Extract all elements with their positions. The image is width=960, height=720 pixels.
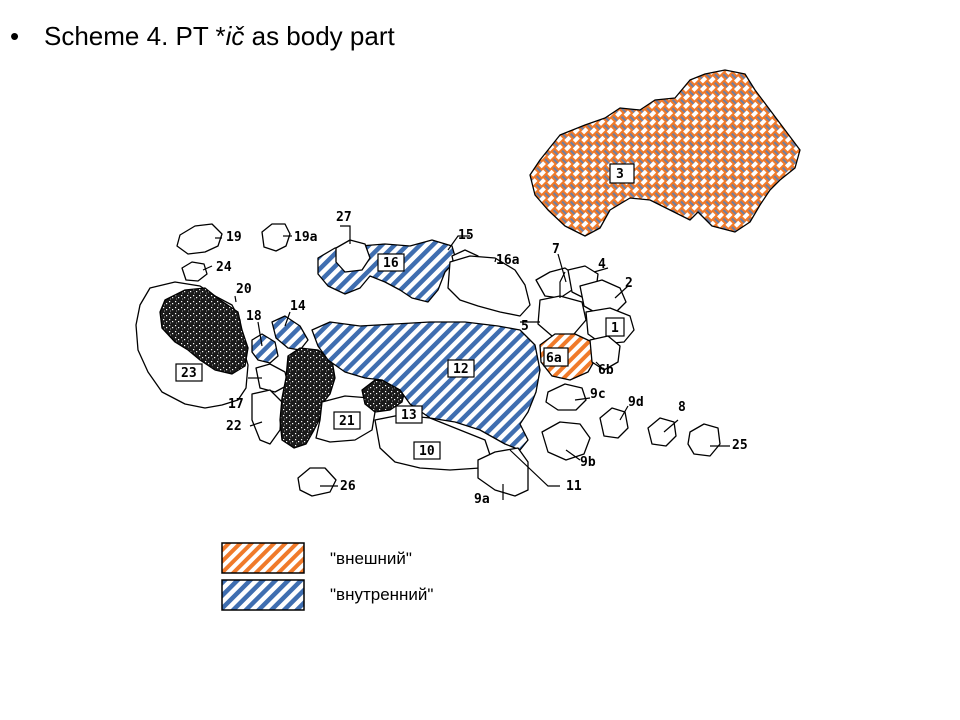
label-box-16 — [377, 253, 405, 272]
heading-italic-root: ič — [225, 21, 245, 51]
label-11: 11 — [566, 479, 582, 494]
region-2 — [579, 279, 627, 315]
label-19a: 19a — [294, 230, 318, 245]
slide-heading: • Scheme 4. PT *ič as body part — [10, 18, 395, 54]
heading-prefix: Scheme 4. PT * — [44, 21, 226, 51]
legend-label-inner: "внутренний" — [330, 585, 433, 604]
region-25 — [687, 423, 721, 457]
region-9b — [541, 421, 591, 461]
label-22: 22 — [226, 419, 242, 434]
region-20 — [159, 287, 249, 375]
label-19: 19 — [226, 230, 242, 245]
label-12: 12 — [453, 362, 469, 377]
label-5: 5 — [521, 319, 529, 334]
label-15: 15 — [458, 228, 474, 243]
legend-label-outer: "внешний" — [330, 549, 412, 568]
region-9c — [545, 383, 587, 411]
label-10: 10 — [419, 444, 435, 459]
region-13 — [361, 379, 406, 413]
label-21: 21 — [339, 414, 355, 429]
label-14: 14 — [290, 299, 306, 314]
label-17: 17 — [228, 397, 244, 412]
label-13: 13 — [401, 408, 417, 423]
region-18 — [251, 333, 279, 364]
label-20: 20 — [236, 282, 252, 297]
region-22 — [251, 389, 283, 445]
label-18: 18 — [246, 309, 262, 324]
label-25: 25 — [732, 438, 748, 453]
region-3 — [529, 69, 801, 237]
region-5 — [537, 295, 587, 337]
label-9c: 9c — [590, 387, 606, 402]
label-box-1 — [605, 317, 625, 337]
heading-suffix: as body part — [244, 21, 395, 51]
region-14 — [271, 315, 309, 351]
label-16: 16 — [383, 256, 399, 271]
region-26 — [297, 467, 337, 497]
label-9d: 9d — [628, 395, 644, 410]
label-6a: 6a — [546, 351, 562, 366]
region-9d — [599, 407, 629, 439]
label-2: 2 — [625, 276, 633, 291]
label-box-23 — [175, 363, 203, 382]
label-box-13 — [395, 405, 423, 424]
legend-swatch-inner — [221, 579, 305, 611]
region-24 — [181, 261, 208, 282]
region-16a — [447, 255, 531, 317]
label-24: 24 — [216, 260, 232, 275]
label-8: 8 — [678, 400, 686, 415]
label-23: 23 — [181, 366, 197, 381]
label-27: 27 — [336, 210, 352, 225]
label-16a: 16a — [496, 253, 520, 268]
legend: "внешний" "внутренний" — [221, 542, 433, 611]
label-box-21 — [333, 411, 361, 430]
label-1: 1 — [611, 321, 619, 336]
region-27 — [335, 239, 371, 273]
label-4: 4 — [598, 257, 606, 272]
label-9a: 9a — [474, 492, 490, 507]
label-box-6a — [543, 347, 569, 367]
label-3: 3 — [616, 167, 624, 182]
region-labels: 3 19 19a 24 27 16 15 16a 7 4 2 1 5 6a 6b… — [175, 163, 748, 507]
label-6b: 6b — [598, 363, 614, 378]
region-19 — [176, 223, 223, 255]
region-9a — [477, 447, 529, 497]
region-12 — [311, 321, 541, 451]
label-box-10 — [413, 441, 441, 460]
label-box-3 — [609, 163, 635, 184]
label-box-12 — [447, 359, 475, 378]
legend-swatch-outer — [221, 542, 305, 574]
region-19a — [261, 223, 291, 252]
bullet-glyph: • — [10, 21, 20, 51]
label-7: 7 — [552, 242, 560, 257]
region-8 — [647, 417, 677, 447]
label-26: 26 — [340, 479, 356, 494]
label-9b: 9b — [580, 455, 596, 470]
leader-lines — [202, 225, 730, 500]
